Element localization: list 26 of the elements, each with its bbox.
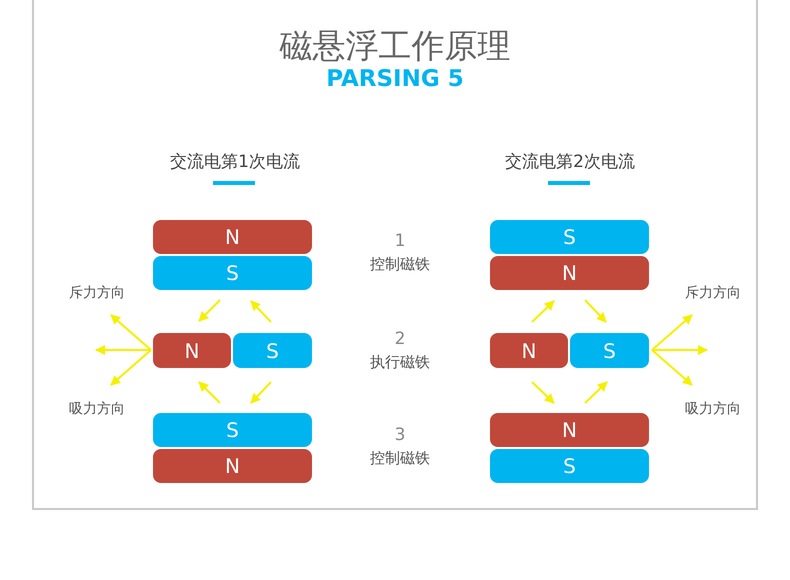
magnet-bar: S: [570, 333, 649, 368]
magnet-bar: N: [490, 413, 649, 447]
diagram-title: 磁悬浮工作原理: [278, 25, 512, 67]
magnet-bar: N: [153, 220, 312, 254]
magnet-bar: S: [490, 449, 649, 483]
column-heading: 交流电第2次电流: [504, 151, 636, 173]
magnet-bar: S: [490, 220, 649, 254]
magnet-bar: N: [153, 333, 231, 368]
force-label: 吸力方向: [68, 400, 126, 418]
magnet-caption: 执行磁铁: [369, 353, 431, 372]
force-label: 斥力方向: [68, 284, 126, 302]
magnet-bar: S: [233, 333, 312, 368]
magnet-bar: N: [490, 333, 568, 368]
step-number: 1: [394, 231, 406, 251]
subtitle: PARSING 5: [325, 66, 465, 92]
magnet-caption: 控制磁铁: [369, 449, 431, 468]
force-label: 吸力方向: [684, 400, 742, 418]
magnet-bar: S: [153, 256, 312, 290]
step-number: 3: [394, 425, 406, 445]
magnet-caption: 控制磁铁: [369, 255, 431, 274]
magnet-bar: S: [153, 413, 312, 447]
magnet-bar: N: [153, 449, 312, 483]
force-label: 斥力方向: [684, 284, 742, 302]
magnet-bar: N: [490, 256, 649, 290]
step-number: 2: [394, 329, 406, 349]
column-heading: 交流电第1次电流: [169, 151, 301, 173]
